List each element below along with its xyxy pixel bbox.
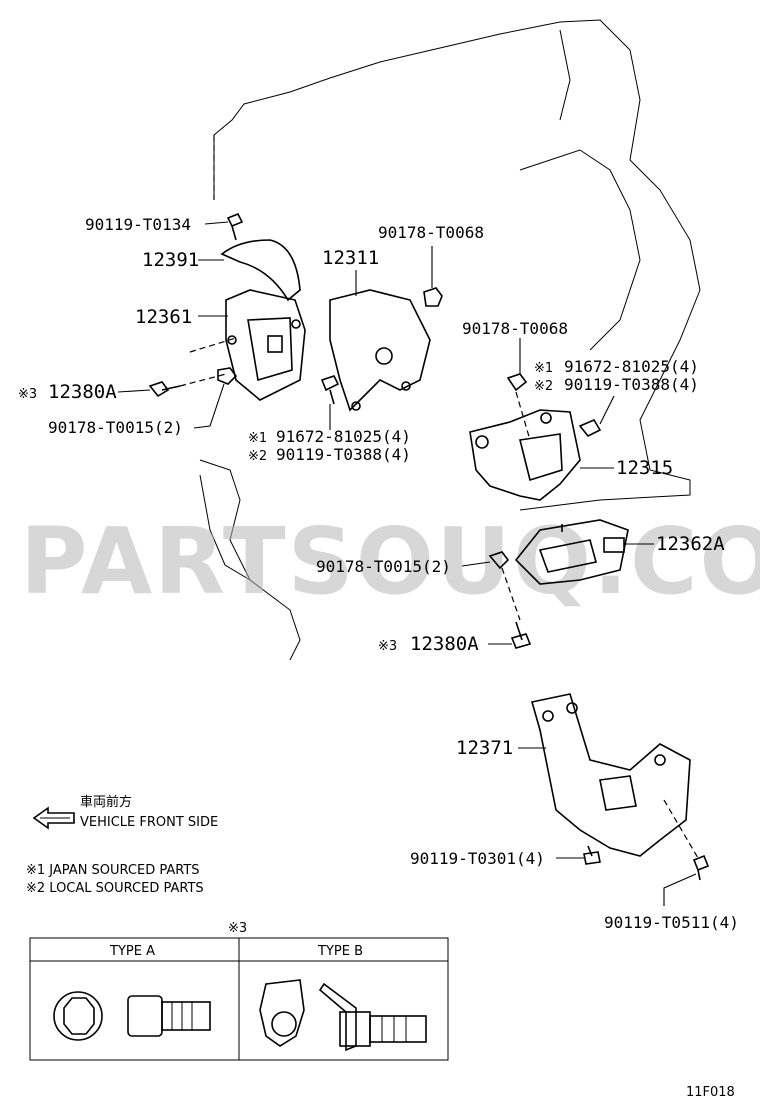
type-b-header: TYPE B [317,944,363,959]
mark-2-right: ※2 [534,379,553,394]
type-table [29,937,449,1061]
label-90178-T0015-a[interactable]: 90178-T0015(2) [48,418,183,437]
engine-outline [199,19,701,661]
direction-en: VEHICLE FRONT SIDE [80,815,218,830]
type-b-bolt-icon [259,979,427,1052]
note-2: ※2 LOCAL SOURCED PARTS [26,881,204,896]
mark-2-left: ※2 [248,449,267,464]
cover-12391-icon [220,239,301,302]
nut-90178-T0015-b-icon [488,551,510,570]
label-12391[interactable]: 12391 [142,249,199,271]
leader-90178-T0015-b [461,561,491,567]
label-12311[interactable]: 12311 [322,247,379,269]
bracket-12315-icon [469,391,581,501]
bolt-12380A-a-icon [148,381,181,398]
nut-90178-T0068-b-icon [506,373,528,392]
bolt-12380A-b-icon [510,621,532,649]
nut-90178-T0068-a-icon [423,287,443,307]
type-a-header: TYPE A [109,944,155,959]
label-90119-T0388-b[interactable]: 90119-T0388(4) [564,375,699,394]
leader-90178-T0015-a [193,383,225,429]
label-90178-T0068-a[interactable]: 90178-T0068 [378,223,484,242]
watermark: PARTSOUQ.COM [20,508,760,615]
label-12362A[interactable]: 12362A [656,533,725,555]
leader-12380A-a [117,389,151,393]
insulator-12362A-icon [514,519,629,585]
mark-3-upper: ※3 [18,387,37,402]
figure-code: 11F018 [686,1085,735,1100]
direction-jp: 車両前方 [80,794,132,810]
label-12315[interactable]: 12315 [616,457,673,479]
note-1: ※1 JAPAN SOURCED PARTS [26,863,200,878]
mark-3-lower: ※3 [378,639,397,654]
leader-90119-T0511 [663,873,697,906]
dash-90119-T0511 [663,799,699,859]
label-90119-T0134[interactable]: 90119-T0134 [85,215,191,234]
label-12380A-b[interactable]: 12380A [410,633,479,655]
insulator-12361-icon [225,289,306,401]
label-12361[interactable]: 12361 [135,306,192,328]
label-12371[interactable]: 12371 [456,737,513,759]
leader-90119-T0134 [204,221,229,225]
type-table-ref: ※3 [228,921,247,936]
dash-12315 [515,391,531,441]
label-90178-T0068-b[interactable]: 90178-T0068 [462,319,568,338]
label-90119-T0388-a[interactable]: 90119-T0388(4) [276,445,411,464]
type-a-bolt-icon [53,991,211,1041]
bracket-12311-icon [329,289,431,412]
bolt-91672-right-icon [578,418,602,438]
dash-12380A-a [179,373,227,387]
nut-90178-T0015-a-icon [217,367,238,385]
dash-12380A-b [501,567,521,621]
dash-12361-left [189,337,237,353]
label-12380A-a[interactable]: 12380A [48,381,117,403]
front-arrow-icon [32,806,75,830]
label-90119-T0301[interactable]: 90119-T0301(4) [410,849,545,868]
mark-1-left: ※1 [248,431,267,446]
label-91672-81025-b[interactable]: 91672-81025(4) [564,357,699,376]
mark-1-right: ※1 [534,361,553,376]
bolt-90119-T0301-icon [583,845,601,865]
bolt-90119-T0511-icon [692,854,710,881]
leader-91672-right [599,395,615,425]
label-90119-T0511[interactable]: 90119-T0511(4) [604,913,739,932]
label-90178-T0015-b[interactable]: 90178-T0015(2) [316,557,451,576]
bolt-91672-left-icon [320,375,340,405]
bolt-90119-T0134-icon [226,212,244,241]
label-91672-81025-a[interactable]: 91672-81025(4) [276,427,411,446]
crossmember-12371-icon [530,693,691,857]
